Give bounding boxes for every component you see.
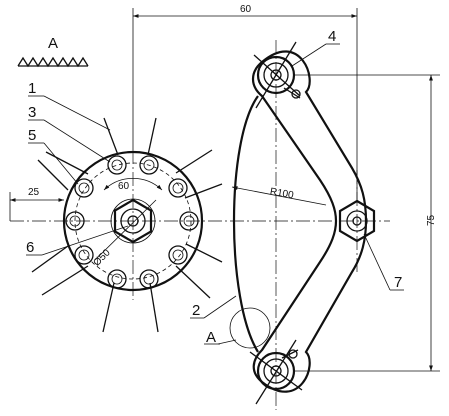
dim-left: 25 [9, 187, 64, 221]
callout-2: 2 [192, 302, 200, 319]
callout-7: 7 [394, 274, 402, 291]
flange-assembly: 60 Ø50 [31, 117, 223, 333]
dim-bolt-angle: 60 [118, 181, 130, 192]
dim-left-offset: 25 [28, 187, 40, 198]
callout-5: 5 [28, 127, 36, 144]
detail-circle [229, 307, 271, 349]
dim-radius-label: R100 [269, 186, 295, 201]
roughness-symbol: A [17, 35, 89, 68]
dim-right-height: 75 [426, 214, 437, 226]
dim-diameter: Ø50 [92, 247, 113, 268]
spokes [31, 117, 223, 333]
callouts: 1 3 5 6 2 4 7 [26, 28, 404, 319]
callout-6: 6 [26, 239, 34, 256]
dim-top: 60 [132, 4, 358, 200]
callout-1: 1 [28, 80, 36, 97]
view-label: A [48, 35, 58, 52]
callout-3: 3 [28, 104, 36, 121]
dim-radius: R100 [231, 186, 327, 206]
dim-top-width: 60 [240, 4, 252, 15]
dim-right: 75 [294, 74, 440, 372]
callout-detail-a: A [206, 329, 216, 346]
lever-arm [232, 50, 368, 393]
callout-4: 4 [328, 28, 336, 45]
